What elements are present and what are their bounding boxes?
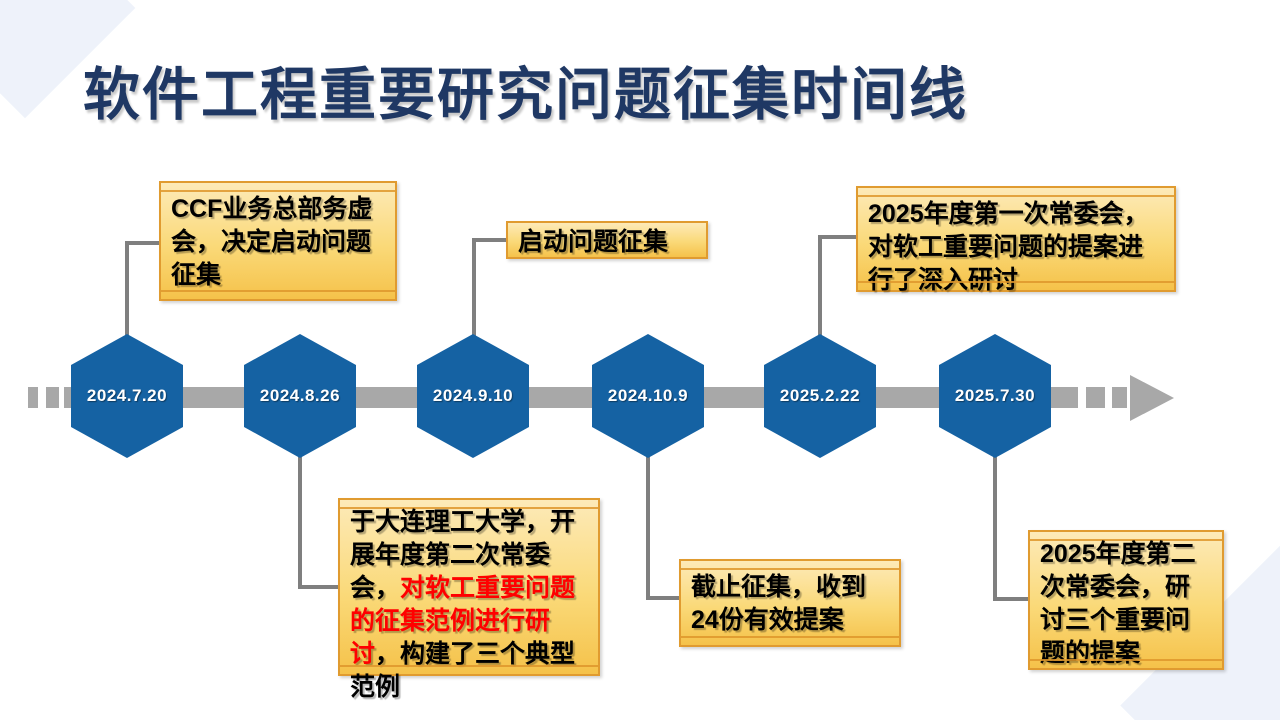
connector-line [298,450,302,589]
timeline-arrowhead-icon [1130,375,1174,421]
milestone-hexagon: 2024.7.20 [71,334,183,458]
callout-text-highlight: 对软工重要问题的征集范例进行研讨 [350,574,576,668]
callout-deadline: 截止征集，收到24份有效提案 [679,559,901,647]
callout-text: 2025年度第二次常委会，研讨三个重要问题的提案 [1040,540,1196,667]
milestone-hexagon: 2025.2.22 [764,334,876,458]
timeline-dash [46,387,59,408]
timeline-bar [84,387,1078,408]
callout-text: 2025年度第一次常委会，对软工重要问题的提案进行了深入研讨 [868,200,1149,294]
callout-launch: 启动问题征集 [506,221,708,259]
milestone-date: 2024.7.20 [86,386,168,405]
milestone-date: 2024.9.10 [432,386,514,405]
callout-first-standing-2025: 2025年度第一次常委会，对软工重要问题的提案进行了深入研讨 [856,186,1176,294]
milestone-hexagon: 2024.10.9 [592,334,704,458]
timeline-dash [1086,387,1105,408]
callout-text: 启动问题征集 [518,228,669,256]
timeline-dash [28,387,38,408]
connector-line [818,235,858,239]
callout-ccf-kickoff: CCF业务总部务虚会，决定启动问题征集 [159,181,397,301]
milestone-hexagon: 2025.7.30 [939,334,1051,458]
connector-line [993,597,1030,601]
milestone-date: 2024.10.9 [607,386,689,405]
callout-text-post: ，构建了三个典型范例 [350,640,576,701]
connector-line [818,235,822,346]
connector-line [125,241,161,245]
connector-line [472,238,476,346]
connector-line [298,585,340,589]
milestone-date: 2025.7.30 [954,386,1036,405]
callout-second-standing-2025: 2025年度第二次常委会，研讨三个重要问题的提案 [1028,530,1224,670]
milestone-hexagon: 2024.8.26 [244,334,356,458]
connector-line [646,596,681,600]
milestone-hexagon: 2024.9.10 [417,334,529,458]
milestone-date: 2025.2.22 [779,386,861,405]
callout-text-pre: 于大连理工大学，开展年度第二次常委会， [350,508,576,602]
connector-line [993,450,997,601]
page-title: 软件工程重要研究问题征集时间线 [83,63,968,127]
connector-line [125,241,129,346]
connector-line [646,450,650,600]
milestone-date: 2024.8.26 [259,386,341,405]
callout-text: 截止征集，收到24份有效提案 [691,573,867,634]
timeline-dash [1112,387,1127,408]
callout-text: 于大连理工大学，开展年度第二次常委会，对软工重要问题的征集范例进行研讨，构建了三… [350,506,588,704]
callout-text: CCF业务总部务虚会，决定启动问题征集 [171,195,373,289]
callout-dalian-meeting: 于大连理工大学，开展年度第二次常委会，对软工重要问题的征集范例进行研讨，构建了三… [338,498,600,701]
connector-line [472,238,508,242]
